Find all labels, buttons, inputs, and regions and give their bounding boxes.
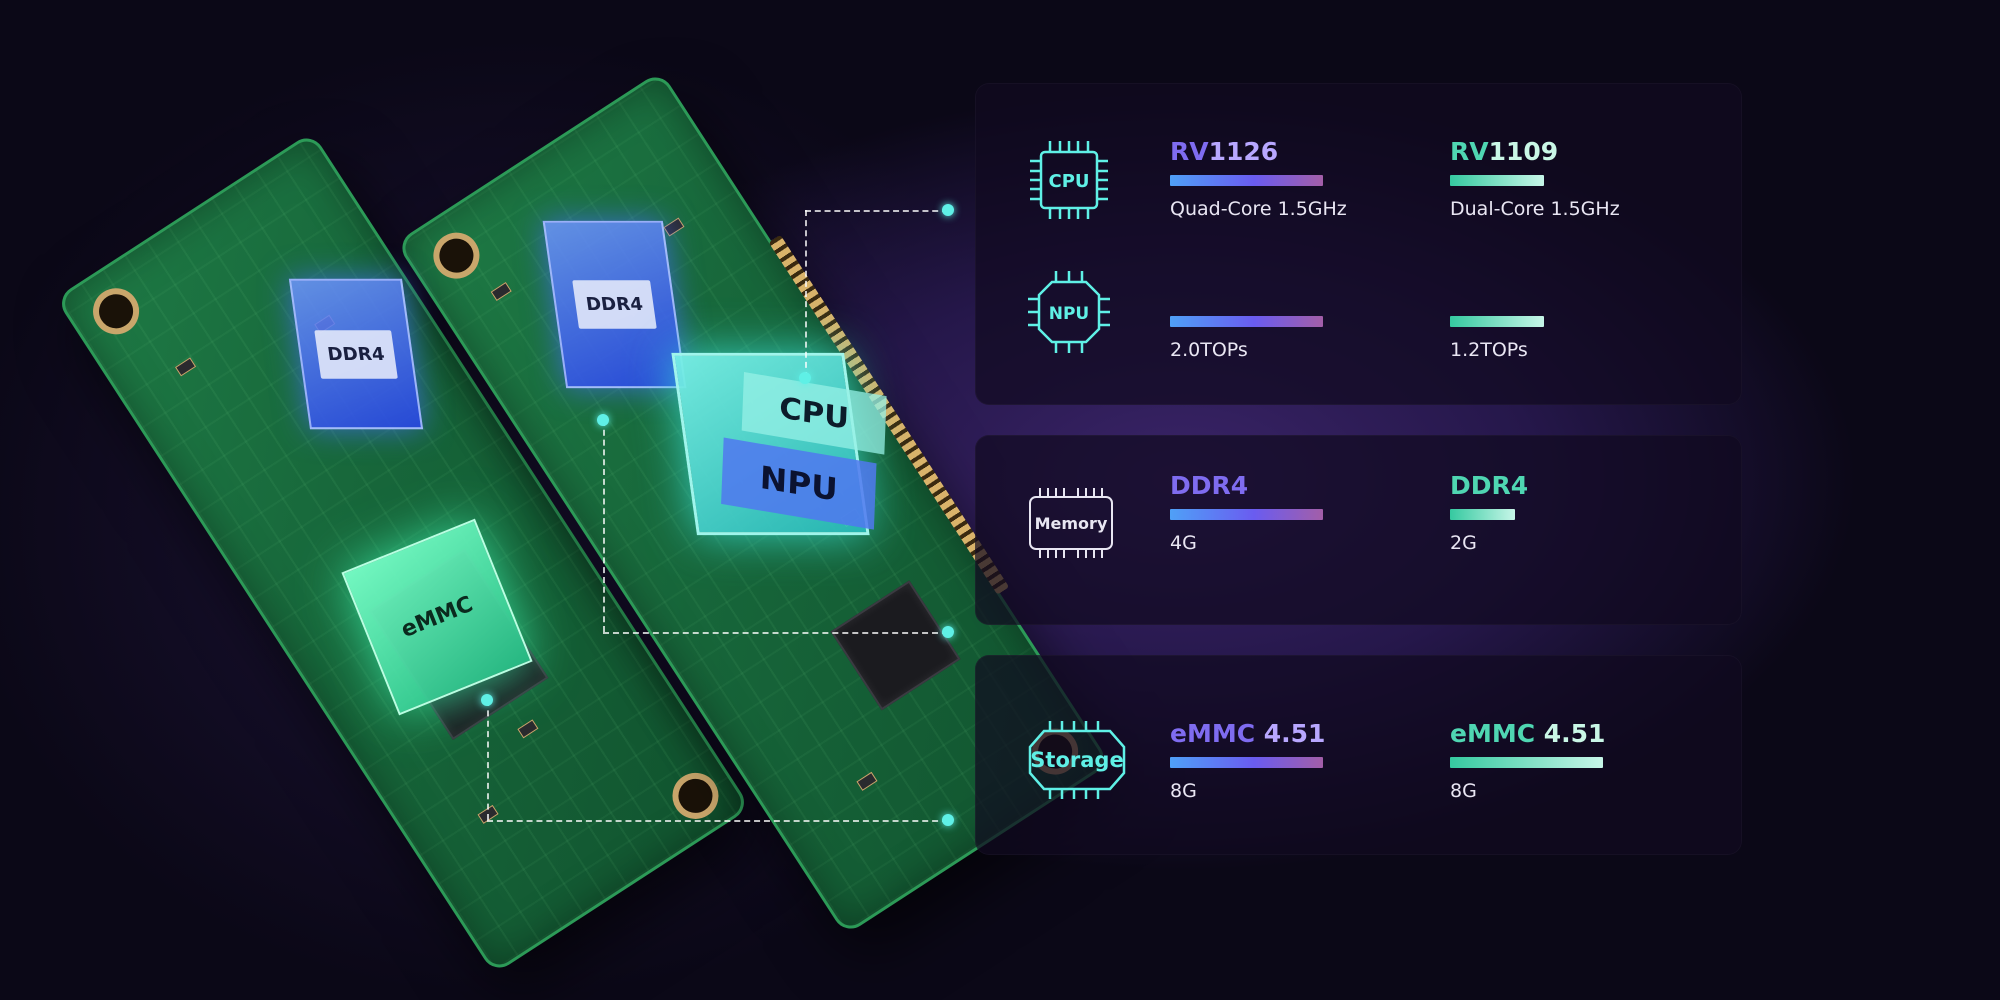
spec-bar [1450,175,1544,186]
spec-bar [1170,509,1323,520]
spec-rv1109-storage: eMMC 4.51 8G [1450,719,1650,802]
spec-value: 1.2TOPs [1450,339,1528,361]
soc-npu-label: NPU [721,437,877,530]
smd-component [663,217,685,237]
spec-bar [1170,757,1323,768]
spec-value: Dual-Core 1.5GHz [1450,198,1620,220]
storage-type: eMMC [1450,719,1536,748]
callout-dot-cpu-start [799,372,811,384]
storage-version: 4.51 [1255,719,1326,748]
smd-component [175,357,197,377]
memory-type: DDR [1450,471,1511,500]
spec-value: 2G [1450,532,1477,554]
spec-rv1126-cpu: RV1126 Quad-Core 1.5GHz [1170,137,1370,220]
mount-hole [84,279,148,344]
smd-component [856,771,878,791]
spec-bar [1450,757,1603,768]
smd-component [517,719,539,739]
memory-icon-label: Memory [1035,514,1108,533]
spec-bar [1170,175,1323,186]
ddr4-chip-label: DDR4 [572,280,657,329]
spec-value: Quad-Core 1.5GHz [1170,198,1347,220]
cpu-chip-icon: CPU [1028,139,1110,221]
model-prefix: RV [1450,137,1489,166]
spec-title: DDR4 [1450,471,1650,501]
callout-dot-sto-start [481,694,493,706]
storage-type: eMMC [1170,719,1256,748]
mount-hole [424,223,489,288]
spec-panel-processor: CPU RV1126 Quad-Core 1.5GHz RV1109 Dual-… [975,83,1742,405]
spec-bar [1450,316,1544,327]
spec-panel-memory: Memory DDR4 4G DDR4 2G [975,435,1742,625]
callout-dot-cpu-end [942,204,954,216]
spec-value: 2.0TOPs [1170,339,1248,361]
mount-hole [663,764,728,828]
npu-icon-label: NPU [1049,304,1090,324]
ddr4-chip-label: DDR4 [314,329,398,379]
callout-line-sto-v [487,700,489,820]
model-number: 1126 [1208,137,1279,166]
model-number: 1109 [1488,137,1559,166]
memory-type: DDR [1170,471,1231,500]
spec-title: RV1126 [1170,137,1370,167]
spec-value: 8G [1170,780,1197,802]
spec-rv1109-npu: 1.2TOPs [1450,308,1650,361]
spec-panel-storage: Storage eMMC 4.51 8G eMMC 4.51 8G [975,655,1742,855]
spec-title: eMMC 4.51 [1170,719,1370,749]
callout-dot-mem-start [597,414,609,426]
memory-gen: 4 [1230,471,1249,500]
spec-title: RV1109 [1450,137,1650,167]
ddr4-chip-right: DDR4 [542,220,687,389]
spec-rv1126-memory: DDR4 4G [1170,471,1370,554]
emmc-chip-label: eMMC [397,591,477,643]
spec-bar [1450,509,1515,520]
callout-line-mem-v [603,420,605,632]
model-prefix: RV [1170,137,1209,166]
spec-rv1109-memory: DDR4 2G [1450,471,1650,554]
spec-rv1126-npu: 2.0TOPs [1170,308,1370,361]
memory-chip-icon: Memory [1026,485,1116,561]
spec-bar [1170,316,1323,327]
spec-rv1126-storage: eMMC 4.51 8G [1170,719,1370,802]
spec-value: 4G [1170,532,1197,554]
soc-chip: CPU NPU [671,352,887,536]
callout-dot-mem-end [942,626,954,638]
spec-title: eMMC 4.51 [1450,719,1650,749]
storage-icon-label: Storage [1030,748,1123,772]
smd-component [490,282,512,302]
storage-version: 4.51 [1535,719,1606,748]
callout-line-sto-h [487,820,948,822]
callout-line-cpu-v [805,210,807,378]
callout-dot-sto-end [942,814,954,826]
npu-chip-icon: NPU [1026,269,1112,355]
spec-title: DDR4 [1170,471,1370,501]
spec-value: 8G [1450,780,1477,802]
memory-gen: 4 [1510,471,1529,500]
storage-chip-icon: Storage [1026,719,1128,801]
spec-rv1109-cpu: RV1109 Dual-Core 1.5GHz [1450,137,1650,220]
ddr4-chip-left: DDR4 [288,278,424,430]
callout-line-mem-h [603,632,948,634]
controller-ic [830,580,961,711]
callout-line-cpu-h [805,210,948,212]
cpu-icon-label: CPU [1048,171,1089,192]
